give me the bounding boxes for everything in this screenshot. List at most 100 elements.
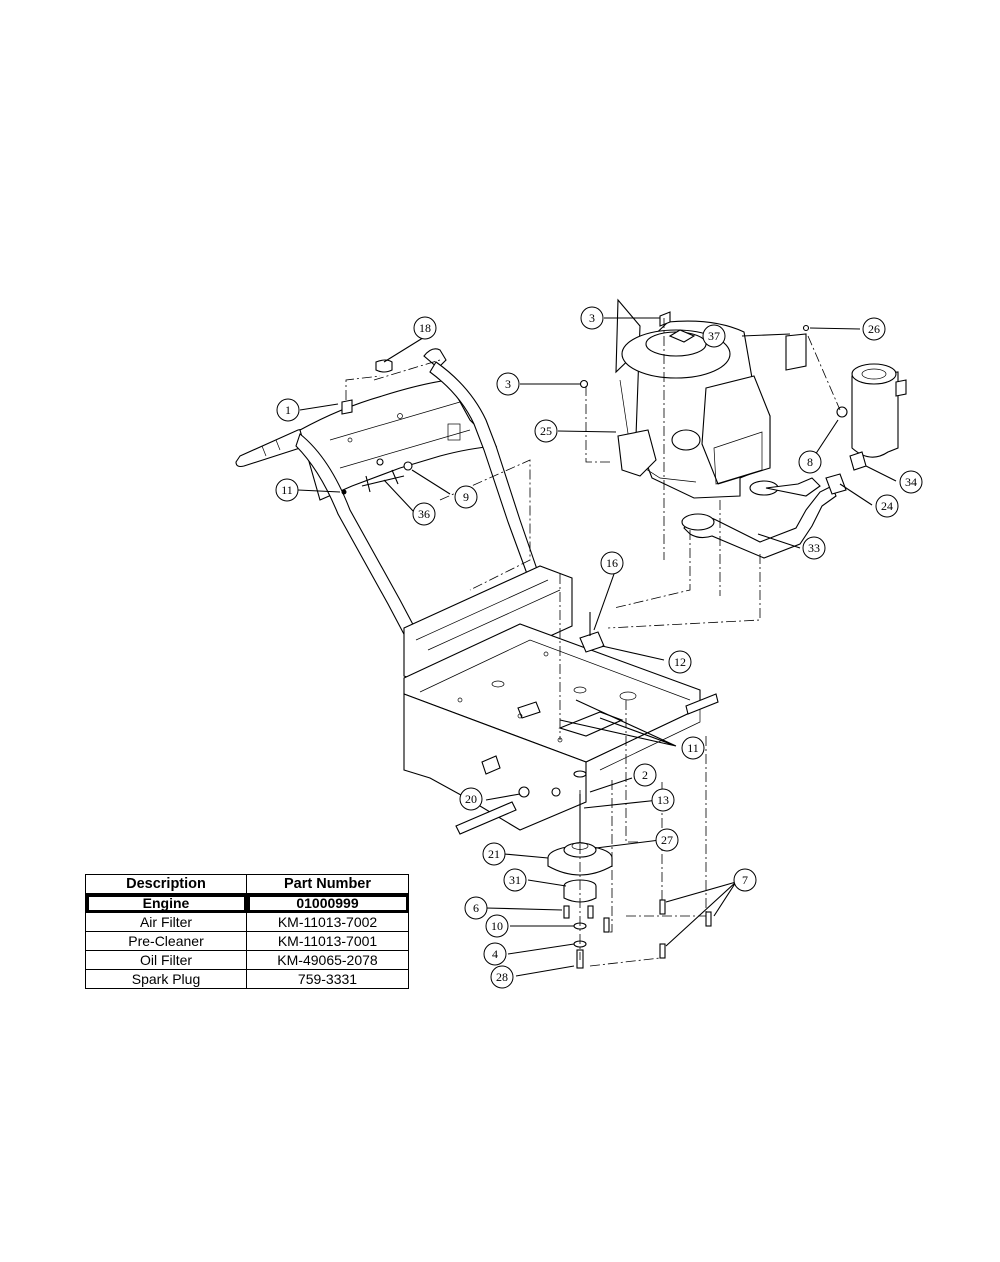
callout-label: 18 bbox=[419, 321, 431, 335]
callout-circle bbox=[733, 868, 757, 892]
callout-33: 33 bbox=[802, 536, 826, 560]
leader-lines bbox=[297, 317, 897, 977]
callout-10: 10 bbox=[485, 914, 509, 938]
callout-circle bbox=[702, 324, 726, 348]
callout-3: 3 bbox=[580, 306, 604, 330]
air-cleaner bbox=[785, 324, 907, 471]
callout-label: 8 bbox=[807, 455, 813, 469]
callout-label: 10 bbox=[491, 919, 503, 933]
part-number: 759-3331 bbox=[246, 969, 409, 989]
table-row: Oil Filter KM-49065-2078 bbox=[85, 950, 409, 970]
callout-circle bbox=[454, 485, 478, 509]
callout-circle bbox=[413, 316, 437, 340]
engine bbox=[579, 298, 771, 499]
callout-circle bbox=[534, 419, 558, 443]
callout-label: 3 bbox=[505, 377, 511, 391]
part-number: KM-49065-2078 bbox=[246, 950, 409, 970]
callout-label: 11 bbox=[687, 741, 699, 755]
callout-37: 37 bbox=[702, 324, 726, 348]
callout-label: 1 bbox=[285, 403, 291, 417]
callout-circle bbox=[580, 306, 604, 330]
callout-28: 28 bbox=[490, 965, 514, 989]
callout-circle bbox=[482, 842, 506, 866]
assembly-centerlines bbox=[345, 318, 841, 967]
callout-label: 3 bbox=[589, 311, 595, 325]
callout-label: 12 bbox=[674, 655, 686, 669]
callout-label: 31 bbox=[509, 873, 521, 887]
part-number: 01000999 bbox=[246, 893, 409, 913]
callout-20: 20 bbox=[459, 787, 483, 811]
callout-circle bbox=[600, 551, 624, 575]
parts-table-header-row: Description Part Number bbox=[85, 874, 409, 894]
callout-circle bbox=[875, 494, 899, 518]
callout-circle bbox=[681, 736, 705, 760]
callout-label: 4 bbox=[492, 947, 498, 961]
callout-12: 12 bbox=[668, 650, 692, 674]
callout-bubbles: 1233467891011111213161820212425262728313… bbox=[275, 306, 923, 989]
callout-label: 6 bbox=[473, 901, 479, 915]
callout-circle bbox=[483, 942, 507, 966]
callout-label: 21 bbox=[488, 847, 500, 861]
muffler-exhaust bbox=[681, 473, 847, 559]
callout-circle bbox=[485, 914, 509, 938]
callout-label: 24 bbox=[881, 499, 893, 513]
callout-label: 26 bbox=[868, 322, 880, 336]
callout-18: 18 bbox=[413, 316, 437, 340]
callout-label: 27 bbox=[661, 833, 673, 847]
callout-label: 37 bbox=[708, 329, 720, 343]
callout-4: 4 bbox=[483, 942, 507, 966]
part-description: Oil Filter bbox=[85, 950, 247, 970]
column-header-part-number: Part Number bbox=[246, 874, 409, 894]
callout-6: 6 bbox=[464, 896, 488, 920]
parts-table: Description Part Number Engine 01000999 … bbox=[85, 874, 409, 989]
callout-7: 7 bbox=[733, 868, 757, 892]
callout-label: 36 bbox=[418, 507, 430, 521]
callout-26: 26 bbox=[862, 317, 886, 341]
callout-circle bbox=[503, 868, 527, 892]
callout-circle bbox=[275, 478, 299, 502]
table-row: Air Filter KM-11013-7002 bbox=[85, 912, 409, 932]
callout-label: 28 bbox=[496, 970, 508, 984]
callout-circle bbox=[464, 896, 488, 920]
part-description: Spark Plug bbox=[85, 969, 247, 989]
callout-24: 24 bbox=[875, 494, 899, 518]
callout-3: 3 bbox=[496, 372, 520, 396]
callout-circle bbox=[655, 828, 679, 852]
table-row: Engine 01000999 bbox=[85, 893, 409, 913]
callout-label: 2 bbox=[642, 768, 648, 782]
table-row: Pre-Cleaner KM-11013-7001 bbox=[85, 931, 409, 951]
part-description: Air Filter bbox=[85, 912, 247, 932]
callout-13: 13 bbox=[651, 788, 675, 812]
callout-label: 20 bbox=[465, 792, 477, 806]
column-header-description: Description bbox=[85, 874, 247, 894]
callout-36: 36 bbox=[412, 502, 436, 526]
callout-label: 16 bbox=[606, 556, 618, 570]
callout-label: 7 bbox=[742, 873, 748, 887]
callout-label: 33 bbox=[808, 541, 820, 555]
callout-2: 2 bbox=[633, 763, 657, 787]
callout-circle bbox=[899, 470, 923, 494]
callout-circle bbox=[490, 965, 514, 989]
callout-circle bbox=[276, 398, 300, 422]
callout-1: 1 bbox=[276, 398, 300, 422]
part-description: Engine bbox=[85, 893, 247, 913]
callout-label: 13 bbox=[657, 793, 669, 807]
callout-circle bbox=[668, 650, 692, 674]
callout-circle bbox=[798, 450, 822, 474]
part-number: KM-11013-7001 bbox=[246, 931, 409, 951]
callout-label: 25 bbox=[540, 424, 552, 438]
callout-25: 25 bbox=[534, 419, 558, 443]
callout-31: 31 bbox=[503, 868, 527, 892]
callout-8: 8 bbox=[798, 450, 822, 474]
table-row: Spark Plug 759-3331 bbox=[85, 969, 409, 989]
callout-circle bbox=[459, 787, 483, 811]
callout-circle bbox=[651, 788, 675, 812]
part-number: KM-11013-7002 bbox=[246, 912, 409, 932]
callout-11: 11 bbox=[681, 736, 705, 760]
callout-circle bbox=[412, 502, 436, 526]
callout-circle bbox=[633, 763, 657, 787]
callout-21: 21 bbox=[482, 842, 506, 866]
part-description: Pre-Cleaner bbox=[85, 931, 247, 951]
callout-label: 9 bbox=[463, 490, 469, 504]
